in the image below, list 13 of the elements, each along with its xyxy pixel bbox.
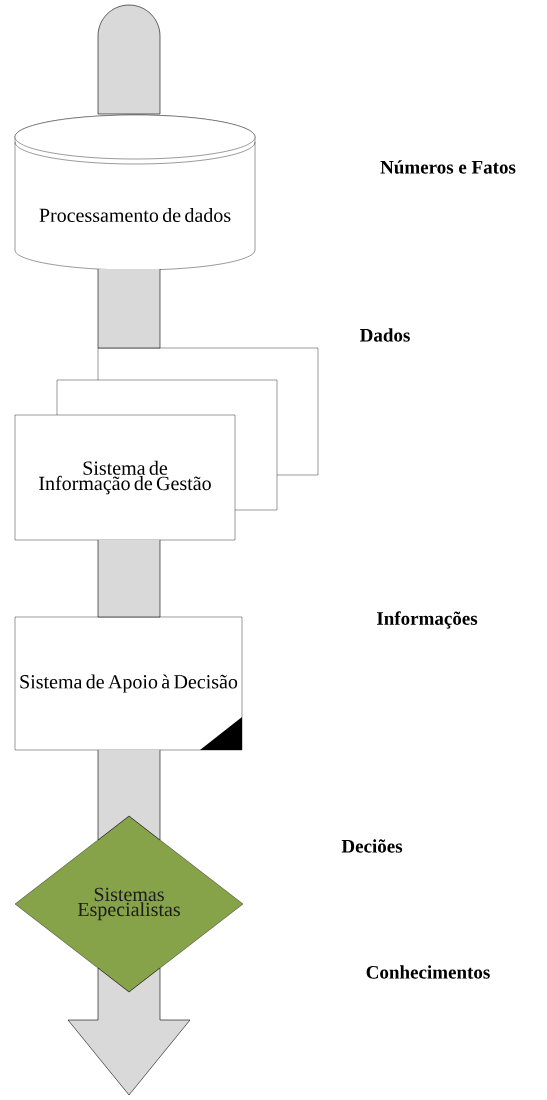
flow-arrow (97, 749, 161, 841)
stage-label: Conhecimentos (366, 965, 490, 979)
cylinder: Processamento de dados (14, 114, 256, 271)
flow-arrow (67, 967, 191, 1096)
flow-arrow (97, 4, 161, 115)
flow-arrow (97, 539, 161, 618)
stage-label: Dados (360, 328, 410, 342)
flow-arrow (97, 268, 161, 349)
process-box: Sistema de Apoio à Decisão (14, 616, 243, 751)
document-stack: Sistema de Informação de Gestão (14, 347, 319, 541)
stage-label: Números e Fatos (380, 160, 516, 174)
stage-label: Deciões (341, 839, 403, 853)
stage-label: Informações (377, 611, 478, 629)
